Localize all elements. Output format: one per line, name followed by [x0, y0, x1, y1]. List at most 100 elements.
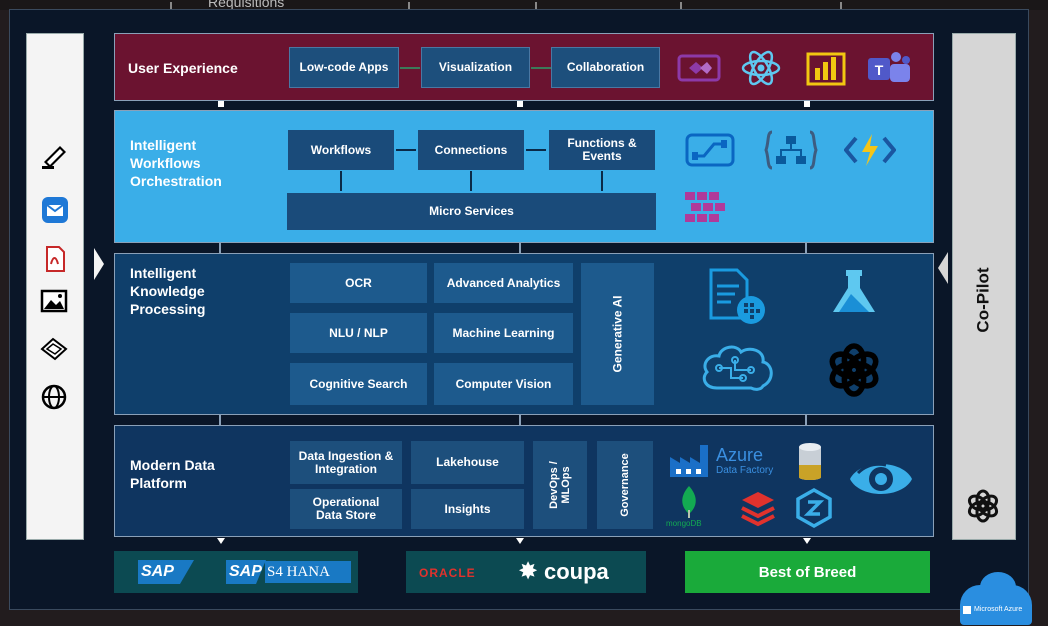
power-apps-icon: [677, 54, 721, 82]
connector: [219, 243, 221, 253]
globe-icon: [41, 384, 67, 410]
openai-icon: [829, 343, 879, 397]
layer-title: Intelligent Knowledge Processing: [130, 265, 206, 317]
collaboration-box: Collaboration: [551, 47, 660, 88]
azure-label: Azure: [716, 445, 764, 465]
top-strip: [0, 0, 1048, 10]
connector: [400, 67, 420, 69]
coupa-star-icon: ✸: [518, 558, 539, 585]
functions-events-box: Functions & Events: [549, 130, 655, 170]
low-code-apps-box: Low-code Apps: [289, 47, 399, 88]
sap-s4-label: SAP: [229, 563, 262, 580]
sap-label: SAP: [141, 563, 174, 580]
power-bi-icon: [806, 52, 846, 86]
copilot-label: Co-Pilot: [974, 267, 993, 333]
connector: [470, 171, 472, 191]
devops-label: DevOps / MLOps: [548, 461, 572, 509]
copilot-panel: [952, 33, 1016, 540]
email-icon: [42, 197, 68, 223]
divider: [840, 2, 842, 10]
connections-box: Connections: [418, 130, 524, 170]
oracle-coupa-band: [406, 551, 646, 593]
devops-mlops-box: [533, 441, 587, 529]
source-arrow: [94, 248, 104, 280]
source-panel: [26, 33, 84, 540]
operational-data-store-box: Operational Data Store: [290, 489, 402, 529]
connector-dot: [517, 101, 523, 107]
generative-ai-label-wrap: Generative AI: [581, 263, 654, 405]
connector-dot: [218, 101, 224, 107]
governance-label-wrap: Governance: [597, 441, 653, 529]
cognitive-search-box: Cognitive Search: [290, 363, 427, 405]
down-arrow: [516, 538, 524, 544]
coupa-label: coupa: [544, 559, 609, 584]
mongodb-label: mongoDB: [666, 519, 702, 528]
connector: [219, 415, 221, 425]
connector: [805, 243, 807, 253]
connector: [519, 243, 521, 253]
purview-icon: [850, 462, 912, 494]
ocr-box: OCR: [290, 263, 427, 303]
synapse-icon: [796, 488, 832, 528]
azure-badge-cloud: [980, 572, 1016, 602]
connector: [601, 171, 603, 191]
generative-ai-label: Generative AI: [610, 295, 625, 373]
generative-ai-box: [581, 263, 654, 405]
data-ingestion-box: Data Ingestion & Integration: [290, 441, 402, 484]
divider: [680, 2, 682, 10]
data-platform-layer: [114, 425, 934, 537]
teams-icon: T: [868, 52, 910, 82]
service-fabric-icon: [685, 192, 725, 222]
connector: [519, 415, 521, 425]
governance-label: Governance: [619, 453, 631, 517]
best-of-breed: Best of Breed: [685, 551, 930, 593]
governance-box: [597, 441, 653, 529]
connector: [340, 171, 342, 191]
connector: [396, 149, 416, 151]
logic-apps-icon: [764, 130, 818, 170]
pdf-icon: [46, 246, 65, 272]
azure-ml-icon: [833, 270, 875, 312]
image-icon: [40, 289, 68, 313]
visualization-box: Visualization: [421, 47, 530, 88]
copilot-arrow: [938, 252, 948, 284]
nlu-nlp-box: NLU / NLP: [290, 313, 427, 353]
windows-icon: [963, 606, 971, 614]
connector: [805, 415, 807, 425]
divider: [170, 2, 172, 10]
adf-label: Data Factory: [716, 465, 774, 476]
workflows-box: Workflows: [288, 130, 394, 170]
databricks-icon: [741, 492, 775, 527]
machine-learning-box: Machine Learning: [434, 313, 573, 353]
header-fragment: Requisitions: [208, 0, 285, 10]
lakehouse-box: Lakehouse: [411, 441, 524, 484]
insights-box: Insights: [411, 489, 524, 529]
mongodb-icon: [682, 486, 696, 518]
power-automate-icon: [685, 133, 735, 167]
form-recognizer-icon: [709, 268, 765, 324]
scanner-icon: [42, 146, 66, 169]
document-stack-icon: [40, 337, 68, 361]
devops-label-wrap: DevOps / MLOps: [533, 441, 587, 529]
connector: [531, 67, 551, 69]
layer-title: Intelligent Workflows Orchestration: [130, 137, 222, 189]
oracle-label: ORACLE: [419, 566, 476, 580]
down-arrow: [803, 538, 811, 544]
computer-vision-box: Computer Vision: [434, 363, 573, 405]
azure-functions-icon: [844, 134, 896, 166]
svg-text:T: T: [875, 62, 884, 78]
connector: [526, 149, 546, 151]
data-factory-icon: [670, 445, 708, 477]
divider: [535, 2, 537, 10]
sql-database-icon: [799, 443, 821, 480]
azure-badge-label: Microsoft Azure: [974, 606, 1023, 613]
cognitive-services-icon: [702, 345, 773, 391]
connector-dot: [804, 101, 810, 107]
micro-services-box: Micro Services: [287, 193, 656, 230]
copilot-label-wrap: Co-Pilot: [952, 210, 1016, 390]
divider: [408, 2, 410, 10]
s4hana-label: S4 HANA: [267, 564, 330, 580]
advanced-analytics-box: Advanced Analytics: [434, 263, 573, 303]
layer-title: User Experience: [128, 60, 238, 76]
openai-icon: [967, 489, 999, 523]
